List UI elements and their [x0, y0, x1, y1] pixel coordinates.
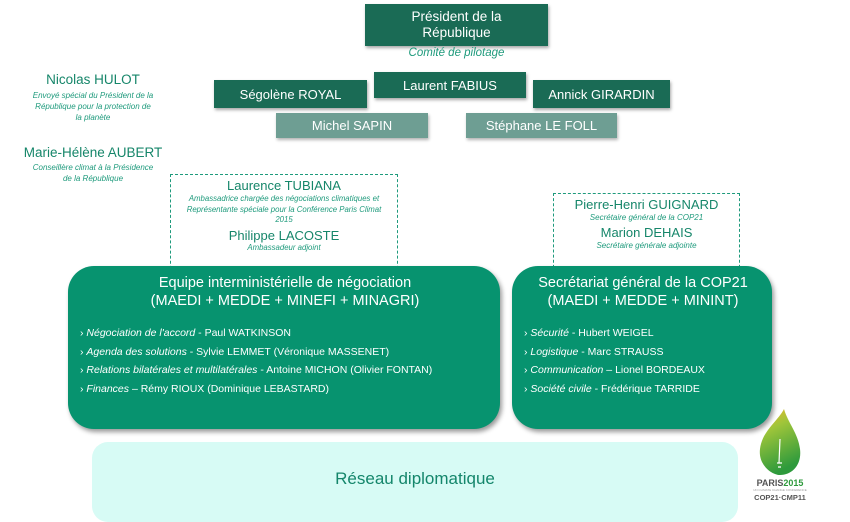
hulot-block: Nicolas HULOT Envoyé spécial du Présiden…: [18, 72, 168, 123]
logo-tagline: UN CLIMATE CHANGE CONFERENCE: [753, 488, 807, 492]
diplomatic-network-box: Réseau diplomatique: [92, 442, 738, 522]
negotiation-team-title-line1: Equipe interministérielle de négociation: [158, 275, 412, 291]
list-item-topic: Relations bilatérales et multilatérales: [86, 364, 258, 376]
bullet-chevron-icon: ›: [524, 382, 528, 395]
list-item-topic: Négociation de l'accord: [86, 327, 196, 339]
minister-name: Michel SAPIN: [311, 118, 393, 133]
guignard-role: Secrétaire général de la COP21: [589, 213, 704, 222]
list-item-people: Hubert WEIGEL: [578, 327, 654, 339]
diplomatic-network-label: Réseau diplomatique: [335, 469, 495, 488]
list-item-people: Paul WATKINSON: [204, 327, 291, 339]
steering-committee-label: Comité de pilotage: [408, 47, 505, 59]
list-item-people: Rémy RIOUX (Dominique LEBASTARD): [140, 382, 329, 395]
list-item-people: Antoine MICHON (Olivier FONTAN): [266, 364, 433, 376]
bullet-chevron-icon: ›: [80, 364, 84, 376]
lacoste-name: Philippe LACOSTE: [228, 227, 340, 243]
logo-cop21-cmp11: COP21·CMP11: [754, 493, 806, 502]
minister-box-girardin: Annick GIRARDIN: [533, 80, 670, 108]
list-item-topic: Sécurité: [530, 327, 569, 339]
bullet-chevron-icon: ›: [524, 364, 528, 376]
negotiation-team-list: › Négociation de l'accord - Paul WATKINS…: [80, 324, 490, 398]
secretariat-title-line1: Secrétariat général de la COP21: [538, 275, 748, 291]
aubert-block: Marie-Hélène AUBERT Conseillère climat à…: [8, 145, 178, 184]
list-item-separator: -: [578, 345, 588, 358]
list-item-separator: -: [186, 345, 197, 358]
dehais-name: Marion DEHAIS: [600, 225, 693, 240]
bullet-chevron-icon: ›: [80, 327, 84, 339]
negotiation-team-title: Equipe interministérielle de négociation…: [80, 274, 490, 310]
minister-box-le-foll: Stéphane LE FOLL: [466, 113, 617, 138]
list-item: › Société civile - Frédérique TARRIDE: [524, 380, 762, 399]
minister-name: Laurent FABIUS: [403, 77, 497, 93]
lacoste-role: Ambassadeur adjoint: [247, 242, 321, 252]
list-item: › Relations bilatérales et multilatérale…: [80, 361, 490, 380]
bullet-chevron-icon: ›: [80, 345, 84, 358]
list-item-people: Marc STRAUSS: [587, 345, 664, 358]
list-item-separator: -: [195, 327, 205, 339]
list-item-people: Lionel BORDEAUX: [615, 364, 705, 376]
list-item-separator: -: [568, 327, 579, 339]
minister-name: Annick GIRARDIN: [548, 86, 655, 102]
guignard-name: Pierre-Henri GUIGNARD: [574, 197, 719, 212]
president-box: Président de la République: [365, 4, 548, 46]
logo-paris: PARIS: [756, 478, 784, 488]
secretariat-title-line2: (MAEDI + MEDDE + MININT): [547, 293, 739, 309]
negotiation-team-title-line2: (MAEDI + MEDDE + MINEFI + MINAGRI): [150, 293, 420, 309]
list-item: › Finances – Rémy RIOUX (Dominique LEBAS…: [80, 380, 490, 399]
bullet-chevron-icon: ›: [524, 345, 528, 358]
list-item: › Négociation de l'accord - Paul WATKINS…: [80, 324, 490, 343]
secretariat-title: Secrétariat général de la COP21 (MAEDI +…: [524, 274, 762, 310]
minister-name: Stéphane LE FOLL: [485, 118, 598, 133]
list-item-topic: Société civile: [530, 382, 592, 395]
minister-name: Ségolène ROYAL: [239, 86, 342, 102]
bullet-chevron-icon: ›: [524, 327, 528, 339]
aubert-role: Conseillère climat à la Présidence de la…: [32, 163, 154, 183]
ambassadors-box: Laurence TUBIANA Ambassadrice chargée de…: [170, 174, 398, 274]
tubiana-role: Ambassadrice chargée des négociations cl…: [186, 194, 382, 224]
cop21-logo: PARIS2015 UN CLIMATE CHANGE CONFERENCE C…: [744, 405, 816, 505]
minister-box-sapin: Michel SAPIN: [276, 113, 428, 138]
list-item-topic: Agenda des solutions: [86, 345, 187, 358]
list-item-separator: –: [129, 382, 141, 395]
bullet-chevron-icon: ›: [80, 382, 84, 395]
secretariat-box: Secrétariat général de la COP21 (MAEDI +…: [512, 266, 772, 429]
logo-paris-2015: PARIS2015: [744, 479, 816, 488]
minister-box-royal: Ségolène ROYAL: [214, 80, 367, 108]
list-item: › Sécurité - Hubert WEIGEL: [524, 324, 762, 343]
hulot-role: Envoyé spécial du Président de la Républ…: [32, 91, 154, 122]
list-item-topic: Communication: [530, 364, 604, 376]
logo-text: PARIS2015 UN CLIMATE CHANGE CONFERENCE C…: [744, 479, 816, 503]
minister-box-fabius: Laurent FABIUS: [374, 72, 526, 98]
logo-2015: 2015: [783, 478, 804, 488]
list-item: › Logistique - Marc STRAUSS: [524, 343, 762, 362]
list-item-separator: –: [603, 364, 616, 376]
negotiation-team-box: Equipe interministérielle de négociation…: [68, 266, 500, 429]
list-item: › Agenda des solutions - Sylvie LEMMET (…: [80, 343, 490, 362]
secretariat-list: › Sécurité - Hubert WEIGEL › Logistique …: [524, 324, 762, 398]
list-item-separator: -: [257, 364, 267, 376]
dehais-role: Secrétaire générale adjointe: [596, 241, 697, 250]
list-item-topic: Logistique: [530, 345, 579, 358]
hulot-name: Nicolas HULOT: [46, 72, 140, 87]
list-item-topic: Finances: [86, 382, 130, 395]
secretariat-leads-box: Pierre-Henri GUIGNARD Secrétaire général…: [553, 193, 740, 273]
tubiana-name: Laurence TUBIANA: [227, 178, 341, 193]
president-label: Président de la République: [411, 9, 502, 40]
leaf-eiffel-tower-icon: [759, 409, 801, 475]
list-item-people: Frédérique TARRIDE: [601, 382, 700, 395]
list-item-separator: -: [591, 382, 602, 395]
list-item: › Communication – Lionel BORDEAUX: [524, 361, 762, 380]
list-item-people: Sylvie LEMMET (Véronique MASSENET): [196, 345, 390, 358]
aubert-name: Marie-Hélène AUBERT: [23, 145, 163, 160]
